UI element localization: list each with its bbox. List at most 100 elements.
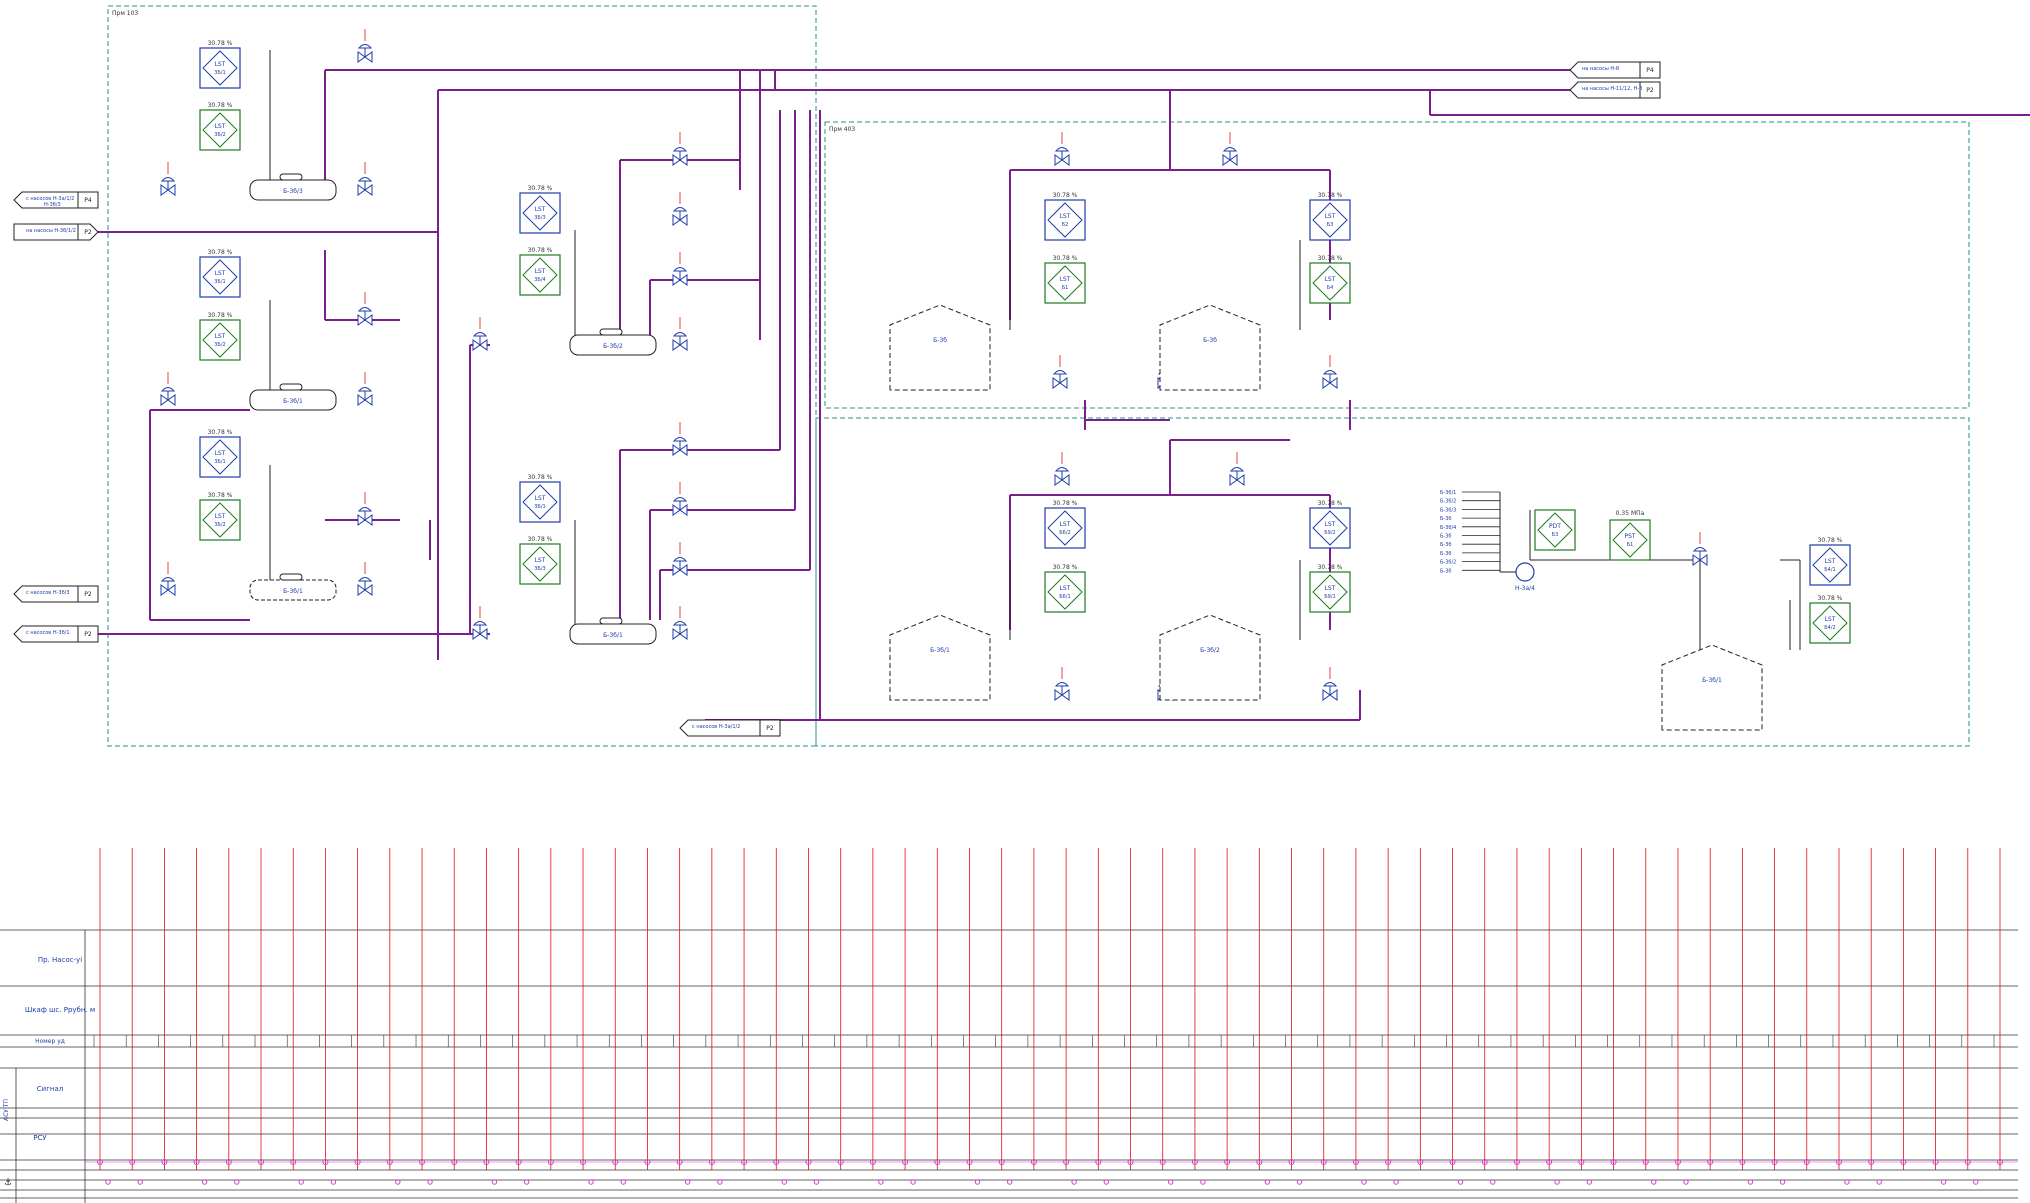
lst-frame-14 <box>1044 507 1086 549</box>
valve-6 <box>357 492 373 526</box>
tank-h-dome-4 <box>599 617 623 625</box>
tank-h-dome-1 <box>279 383 303 391</box>
lst-diamond-4 <box>202 439 238 475</box>
pst-diamond <box>1612 522 1648 558</box>
lst-value-16: 30.78 % <box>1318 500 1343 507</box>
valve-actuator-12 <box>672 207 688 212</box>
lst-value-6: 30.78 % <box>528 185 553 192</box>
lst-value-17: 30.78 % <box>1318 564 1343 571</box>
tank-h-tag-2: Б-3б/1 <box>283 588 303 595</box>
io-box-code-in_left4: Р2 <box>84 631 92 638</box>
table-label-side: АСУ ТП <box>3 1099 10 1121</box>
table-col-bus2-0 <box>105 1179 111 1185</box>
lst-tag-15: Б6/1 <box>1059 594 1070 600</box>
lst-diamond-15 <box>1047 574 1083 610</box>
valve-actuator-15 <box>672 437 688 442</box>
pst-frame <box>1609 519 1651 561</box>
pst-label: PST <box>1624 533 1635 540</box>
io-box-shape-in_left2 <box>13 223 99 241</box>
lst-label-9: LST <box>535 557 546 564</box>
valve-actuator-16 <box>672 497 688 502</box>
tank-v-tag-3: Б-3б/2 <box>1200 647 1220 654</box>
io-box-shape-out_top1 <box>1569 61 1661 79</box>
lst-frame-0 <box>199 47 241 89</box>
lst-label-17: LST <box>1325 585 1336 592</box>
lst-value-2: 30.78 % <box>208 249 233 256</box>
lst-label-10: LST <box>1060 213 1071 220</box>
lst-value-4: 30.78 % <box>208 429 233 436</box>
tank-v-tag-2: Б-3б/1 <box>930 647 950 654</box>
lst-frame-11 <box>1044 262 1086 304</box>
lst-diamond-14 <box>1047 510 1083 546</box>
lst-value-15: 30.78 % <box>1053 564 1078 571</box>
lst-value-12: 30.78 % <box>1318 192 1343 199</box>
tank-h-1: Б-3б/1 <box>249 383 337 411</box>
valve-27 <box>1054 667 1070 701</box>
valve-2 <box>357 162 373 196</box>
lst-frame-10 <box>1044 199 1086 241</box>
table-col-bus2-21 <box>781 1179 787 1185</box>
lst-frame-12 <box>1309 199 1351 241</box>
tank-v-tag-4: Б-3б/1 <box>1702 677 1722 684</box>
tank-v-4: Б-3б/1 <box>1661 644 1763 731</box>
lst-label-0: LST <box>215 61 226 68</box>
lst-diamond-9 <box>522 546 558 582</box>
table-label-r4: Сигнал <box>37 1085 63 1093</box>
table-col-bus2-18 <box>684 1179 691 1185</box>
io-box-shape-out_top2 <box>1569 81 1661 99</box>
table-col-bus2-24 <box>878 1179 884 1185</box>
valve-29 <box>1322 667 1338 701</box>
pst-value: 0.35 МПа <box>1616 510 1645 517</box>
lst-frame-17 <box>1309 571 1351 613</box>
lst-label-15: LST <box>1060 585 1071 592</box>
valve-actuator-7 <box>160 577 176 582</box>
lst-value-3: 30.78 % <box>208 312 233 319</box>
lst-label-18: LST <box>1825 558 1836 565</box>
lst-tag-10: Б2 <box>1062 222 1069 228</box>
valve-12 <box>672 192 688 226</box>
table-label-r5: РСУ <box>33 1134 47 1142</box>
lst-tag-13: Б4 <box>1327 285 1334 291</box>
lst-value-14: 30.78 % <box>1053 500 1078 507</box>
valve-actuator-10 <box>472 621 488 626</box>
lst-label-7: LST <box>535 268 546 275</box>
lst-value-10: 30.78 % <box>1053 192 1078 199</box>
valve-19 <box>1054 132 1070 166</box>
lst-diamond-19 <box>1812 605 1848 641</box>
valve-actuator-8 <box>357 577 373 582</box>
table-col-bus2-52 <box>1779 1179 1786 1185</box>
lst-tag-16: Б9/2 <box>1324 530 1335 536</box>
table-col-bus2-48 <box>1651 1179 1657 1185</box>
tank-v-3: Б-3б/2 <box>1159 614 1261 701</box>
lst-frame-18 <box>1809 544 1851 586</box>
lst-value-5: 30.78 % <box>208 492 233 499</box>
lst-value-1: 30.78 % <box>208 102 233 109</box>
lst-diamond-7 <box>522 257 558 293</box>
valve-actuator-18 <box>672 621 688 626</box>
pump-input-label-8: Б-3б/2 <box>1440 560 1456 566</box>
lst-label-4: LST <box>215 450 226 457</box>
io-box-shape-in_bottom <box>679 719 781 737</box>
zone-label-right-top: Прм 403 <box>829 126 855 133</box>
lst-tag-11: Б1 <box>1062 285 1069 291</box>
lst-frame-9 <box>519 543 561 585</box>
tank-v-2: Б-3б/1 <box>889 614 991 701</box>
lst-block-10: 30.78 % LST Б2 <box>1044 192 1086 241</box>
table-col-bus2-6 <box>298 1179 304 1185</box>
table-col-bus2-28 <box>1006 1179 1013 1185</box>
valve-10 <box>472 606 488 640</box>
lst-diamond-5 <box>202 502 238 538</box>
